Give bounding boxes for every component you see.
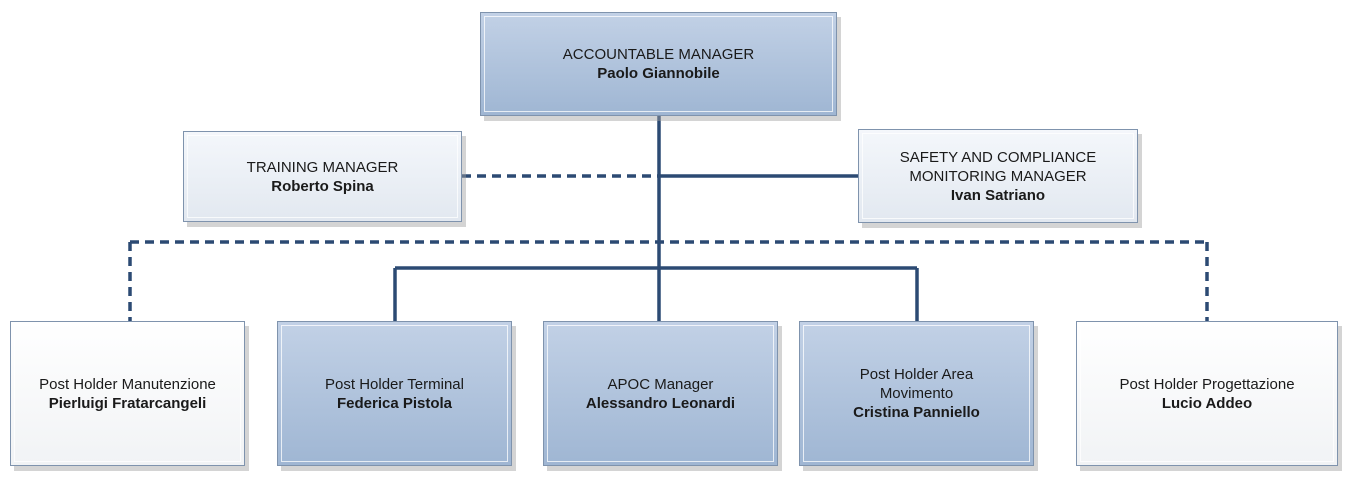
name-accountable: Paolo Giannobile <box>597 65 720 82</box>
name-manutenzione: Pierluigi Fratarcangeli <box>48 394 207 412</box>
role-safety-line1: SAFETY AND COMPLIANCE <box>899 148 1097 166</box>
role-safety-line2: MONITORING MANAGER <box>909 167 1087 185</box>
name-progettazione: Lucio Addeo <box>1161 394 1253 412</box>
name-safety: Ivan Satriano <box>950 186 1046 204</box>
box-training-manager: TRAINING MANAGER Roberto Spina <box>183 131 462 222</box>
name-training: Roberto Spina <box>271 177 374 195</box>
box-post-holder-area-movimento: Post Holder Area Movimento Cristina Pann… <box>799 321 1034 466</box>
role-accountable: ACCOUNTABLE MANAGER <box>562 46 755 63</box>
role-manutenzione: Post Holder Manutenzione <box>39 375 216 393</box>
name-apoc: Alessandro Leonardi <box>585 394 736 412</box>
name-terminal: Federica Pistola <box>336 394 453 412</box>
box-post-holder-manutenzione: Post Holder Manutenzione Pierluigi Frata… <box>10 321 245 466</box>
role-area-movimento-line1: Post Holder Area <box>859 366 974 383</box>
role-apoc: APOC Manager <box>607 375 714 393</box>
role-terminal: Post Holder Terminal <box>325 375 464 393</box>
role-training: TRAINING MANAGER <box>246 158 399 176</box>
name-area-movimento: Cristina Panniello <box>853 404 980 421</box>
box-accountable-manager: ACCOUNTABLE MANAGER Paolo Giannobile <box>480 12 837 116</box>
box-post-holder-terminal: Post Holder Terminal Federica Pistola <box>277 321 512 466</box>
box-post-holder-progettazione: Post Holder Progettazione Lucio Addeo <box>1076 321 1338 466</box>
box-apoc-manager: APOC Manager Alessandro Leonardi <box>543 321 778 466</box>
role-progettazione: Post Holder Progettazione <box>1119 375 1295 393</box>
box-safety-compliance-manager: SAFETY AND COMPLIANCE MONITORING MANAGER… <box>858 129 1138 223</box>
role-area-movimento-line2: Movimento <box>879 385 954 402</box>
